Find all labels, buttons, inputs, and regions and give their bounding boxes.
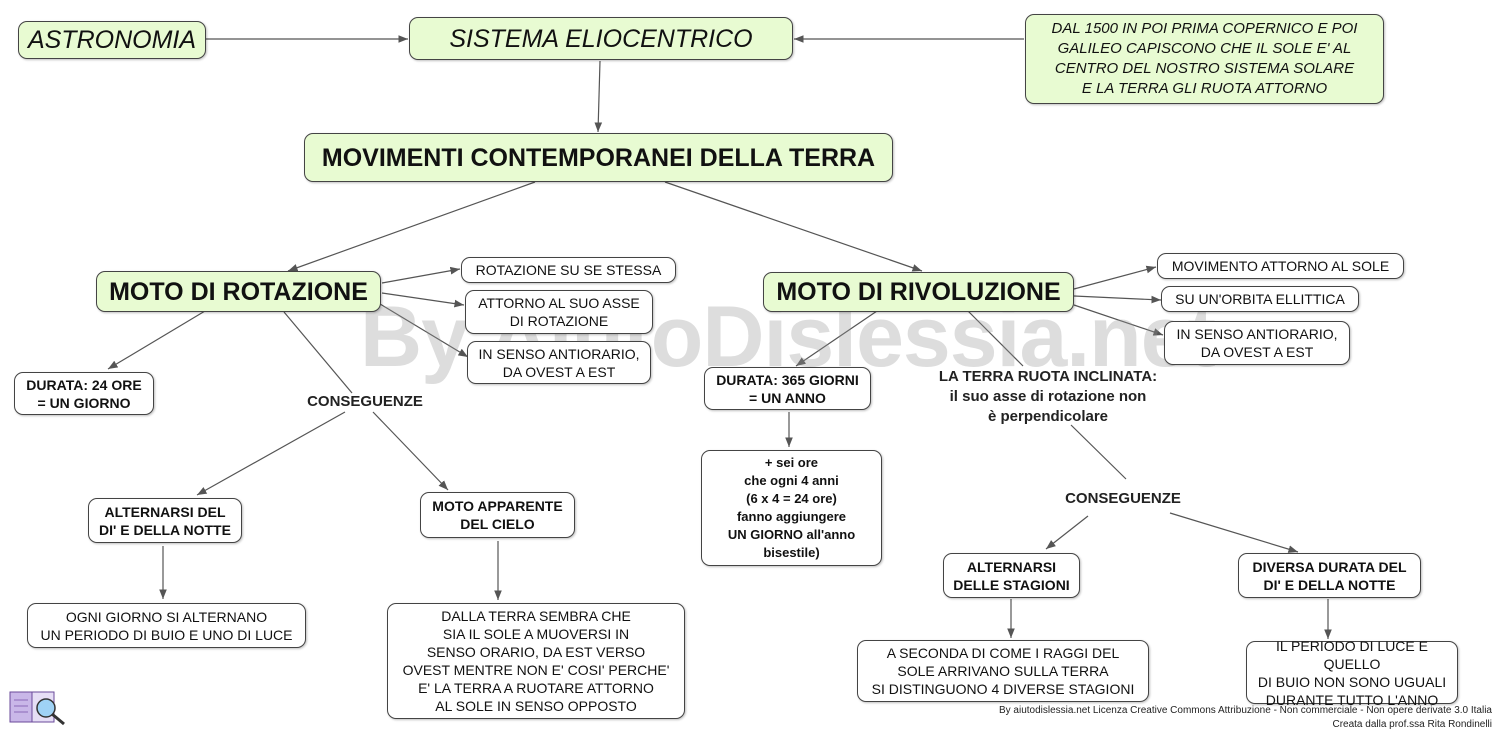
node-dalla-terra-sembra[interactable]: DALLA TERRA SEMBRA CHE SIA IL SOLE A MUO… [387,603,685,719]
label-conseguenze-rivoluzione: CONSEGUENZE [1065,490,1181,507]
node-astronomia[interactable]: ASTRONOMIA [18,21,206,59]
node-copernico-galileo[interactable]: DAL 1500 IN POI PRIMA COPERNICO E POI GA… [1025,14,1384,104]
arrow-riv-movimento [1073,265,1157,290]
arrow-riv-senso [1073,304,1164,336]
node-moto-rotazione[interactable]: MOTO DI ROTAZIONE [96,271,381,312]
node-sei-ore-bisestile[interactable]: + sei ore che ogni 4 anni (6 x 4 = 24 or… [701,450,882,566]
node-a-seconda-raggi[interactable]: A SECONDA DI COME I RAGGI DEL SOLE ARRIV… [857,640,1149,702]
line-inclinata-conseguenze [1070,424,1127,480]
arrow-rot-durata [107,310,206,370]
node-periodo-luce-buio[interactable]: IL PERIODO DI LUCE E QUELLO DI BUIO NON … [1246,638,1458,708]
node-ogni-giorno[interactable]: OGNI GIORNO SI ALTERNANO UN PERIODO DI B… [27,603,306,648]
arrow-conseguenze-apparente [372,411,449,491]
line-rotazione-conseguenze [283,311,353,394]
arrow-movimenti-rivoluzione [664,181,923,272]
arrow-conseguenze-diversa [1169,512,1299,553]
label-terra-inclinata: LA TERRA RUOTA INCLINATA: il suo asse di… [938,368,1158,425]
line-rivoluzione-inclinata [967,310,1024,367]
node-rot-senso-antiorario[interactable]: IN SENSO ANTIORARIO, DA OVEST A EST [467,341,651,384]
arrow-rot-su-se [381,266,461,284]
node-attorno-asse[interactable]: ATTORNO AL SUO ASSE DI ROTAZIONE [465,290,653,334]
node-sistema-eliocentrico[interactable]: SISTEMA ELIOCENTRICO [409,17,793,60]
node-rotazione-su-se-stessa[interactable]: ROTAZIONE SU SE STESSA [461,257,676,283]
footer-license: By aiutodislessia.net Licenza Creative C… [998,705,1492,716]
node-alternarsi-di-notte[interactable]: ALTERNARSI DEL DI' E DELLA NOTTE [88,498,242,543]
arrow-riv-orbita [1073,295,1162,304]
node-riv-senso-antiorario[interactable]: IN SENSO ANTIORARIO, DA OVEST A EST [1164,321,1350,365]
arrow-conseguenze-stagioni [1045,515,1089,550]
arrow-riv-durata [795,310,878,367]
arrow-movimenti-rotazione [287,181,536,272]
arrow-sistema-movimenti [594,60,603,133]
node-movimento-attorno-sole[interactable]: MOVIMENTO ATTORNO AL SOLE [1157,253,1404,279]
label-conseguenze-rotazione: CONSEGUENZE [307,393,423,410]
node-movimenti-contemporanei[interactable]: MOVIMENTI CONTEMPORANEI DELLA TERRA [304,133,893,182]
arrow-rot-senso [379,303,469,358]
node-moto-apparente-cielo[interactable]: MOTO APPARENTE DEL CIELO [420,492,575,538]
node-durata-24-ore[interactable]: DURATA: 24 ORE = UN GIORNO [14,372,154,415]
node-moto-rivoluzione[interactable]: MOTO DI RIVOLUZIONE [763,272,1074,312]
node-alternarsi-stagioni[interactable]: ALTERNARSI DELLE STAGIONI [943,553,1080,598]
arrow-conseguenze-alternarsi [196,411,346,496]
book-magnifier-logo-icon [9,691,65,726]
footer-author: Creata dalla prof.ssa Rita Rondinelli [1332,719,1492,730]
node-diversa-durata[interactable]: DIVERSA DURATA DEL DI' E DELLA NOTTE [1238,553,1421,598]
node-orbita-ellittica[interactable]: SU UN'ORBITA ELLITTICA [1161,286,1359,312]
arrow-rot-asse [381,292,465,308]
node-durata-365-giorni[interactable]: DURATA: 365 GIORNI = UN ANNO [704,367,871,410]
